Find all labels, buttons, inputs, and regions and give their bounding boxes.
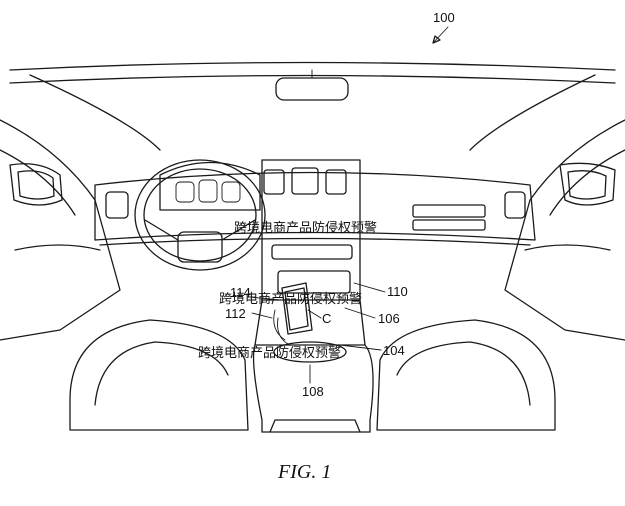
ref-label-c: C [322, 311, 331, 326]
rearview-mirror [275, 69, 349, 101]
dashboard [94, 171, 536, 246]
left-door-panel [0, 119, 121, 341]
figure-caption: FIG. 1 [277, 461, 331, 483]
left-seat [69, 319, 249, 431]
center-console [254, 159, 366, 346]
center-vents [263, 167, 347, 195]
ref-arrow-100 [432, 26, 449, 44]
right-door-panel [504, 119, 625, 341]
windshield-frame [9, 61, 616, 151]
watermark-text: 跨境电商产品防侵权预警 [219, 291, 362, 307]
ref-label-110: 110 [387, 284, 408, 299]
left-side-mirror [9, 163, 63, 206]
steering-wheel [134, 159, 266, 271]
floor-console [252, 341, 374, 433]
ref-label-114: 114 [230, 285, 251, 300]
ref-label-108: 108 [302, 384, 324, 399]
watermark-text: 跨境电商产品防侵权预警 [198, 345, 341, 361]
right-side-mirror [559, 162, 616, 206]
ref-label-106: 106 [378, 311, 400, 326]
ref-label-104: 104 [383, 343, 405, 358]
right-seat [376, 319, 556, 431]
watermark-text: 跨境电商产品防侵权预警 [234, 220, 377, 236]
ref-label-112: 112 [225, 306, 246, 321]
leader-lines [249, 282, 386, 384]
ref-label-100: 100 [433, 10, 455, 25]
